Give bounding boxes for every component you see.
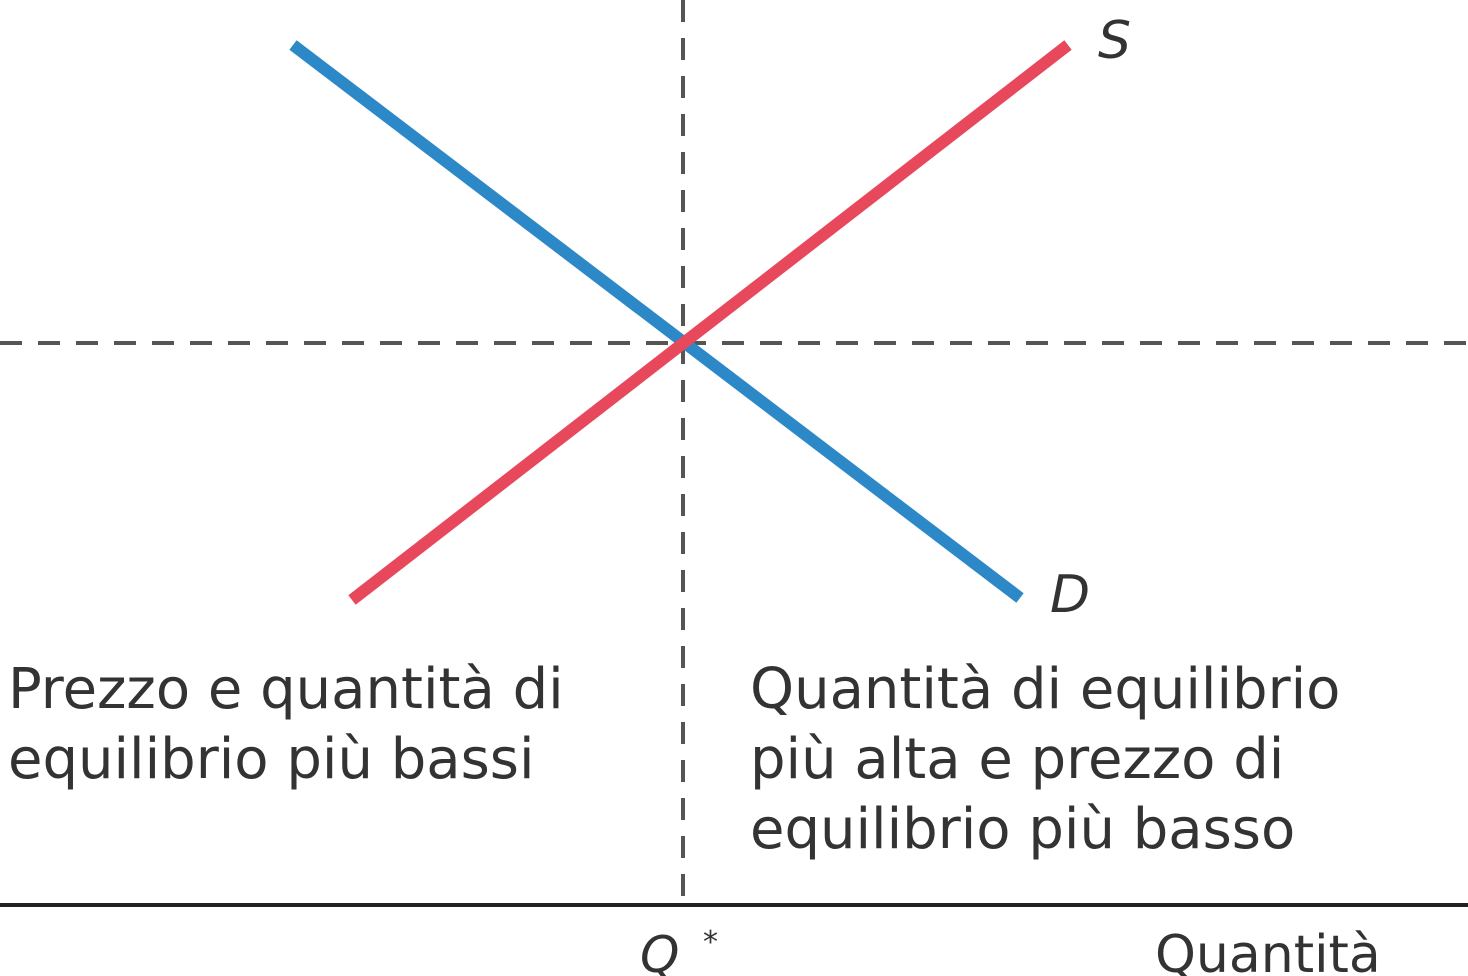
annotation-line: equilibrio più bassi — [8, 727, 535, 792]
demand-curve-label: D — [1050, 565, 1090, 625]
demand-curve — [289, 40, 1024, 603]
annotation-line: più alta e prezzo di — [750, 727, 1285, 792]
annotation-line: equilibrio più basso — [750, 797, 1296, 862]
supply-curve-label: S — [1098, 11, 1131, 71]
quantity-axis-label: Quantità — [1155, 925, 1381, 976]
annotation-line: Quantità di equilibrio — [750, 657, 1341, 722]
equilibrium-quantity-star: * — [703, 925, 718, 960]
annotation-higher-quantity-lower-price: Quantità di equilibrio più alta e prezzo… — [750, 655, 1340, 865]
supply-curve — [348, 40, 1072, 605]
annotation-line: Prezzo e quantità di — [8, 657, 564, 722]
equilibrium-quantity-label: Q — [640, 926, 679, 976]
annotation-lower-price-quantity: Prezzo e quantità di equilibrio più bass… — [8, 655, 564, 795]
